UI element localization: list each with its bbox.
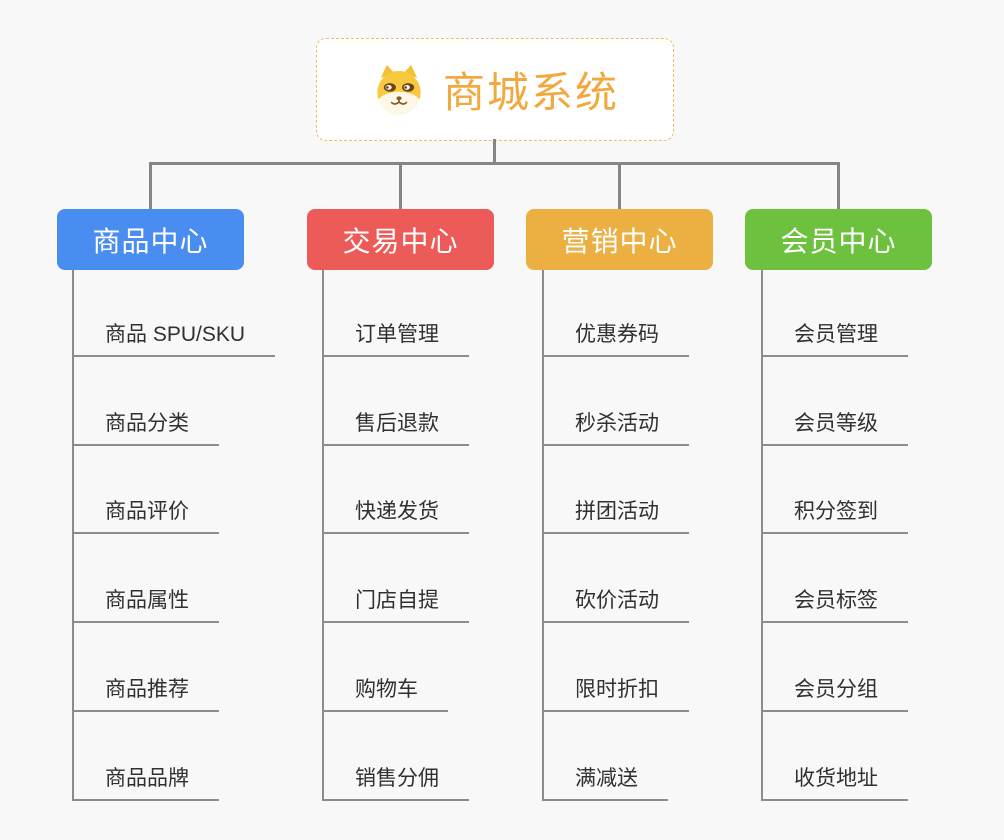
leaf-topic[interactable]: 秒杀活动 [542, 411, 689, 446]
leaf-topic[interactable]: 满减送 [542, 766, 668, 801]
root-node[interactable]: 商城系统 [316, 38, 674, 141]
branch-node-product[interactable]: 商品中心 [57, 209, 244, 270]
leaf-topic[interactable]: 快递发货 [322, 499, 469, 534]
connector-root-drop [493, 139, 496, 164]
leaf-topic[interactable]: 收货地址 [761, 766, 908, 801]
branch-node-marketing[interactable]: 营销中心 [526, 209, 713, 270]
leaf-topic[interactable]: 会员标签 [761, 588, 908, 623]
connector-drop-trade [399, 162, 402, 210]
leaf-topic[interactable]: 商品属性 [72, 588, 219, 623]
shiba-dog-icon [377, 64, 421, 114]
leaf-topic[interactable]: 优惠券码 [542, 322, 689, 357]
leaf-topic[interactable]: 会员管理 [761, 322, 908, 357]
leaf-topic[interactable]: 商品推荐 [72, 677, 219, 712]
root-title: 商城系统 [442, 69, 619, 116]
branch-spine-trade [322, 270, 324, 801]
branch-spine-product [72, 270, 74, 801]
leaf-topic[interactable]: 商品评价 [72, 499, 219, 534]
leaf-topic[interactable]: 会员等级 [761, 411, 908, 446]
connector-drop-marketing [618, 162, 621, 210]
branch-node-member[interactable]: 会员中心 [745, 209, 932, 270]
leaf-topic[interactable]: 砍价活动 [542, 588, 689, 623]
branch-node-trade[interactable]: 交易中心 [307, 209, 494, 270]
branch-spine-member [761, 270, 763, 801]
leaf-topic[interactable]: 会员分组 [761, 677, 908, 712]
leaf-topic[interactable]: 门店自提 [322, 588, 469, 623]
connector-horizontal [149, 162, 840, 165]
connector-drop-member [837, 162, 840, 210]
leaf-topic[interactable]: 积分签到 [761, 499, 908, 534]
leaf-topic[interactable]: 限时折扣 [542, 677, 689, 712]
leaf-topic[interactable]: 拼团活动 [542, 499, 689, 534]
leaf-topic[interactable]: 售后退款 [322, 411, 469, 446]
leaf-topic[interactable]: 销售分佣 [322, 766, 469, 801]
leaf-topic[interactable]: 商品 SPU/SKU [72, 322, 276, 357]
leaf-topic[interactable]: 商品分类 [72, 411, 219, 446]
leaf-topic[interactable]: 商品品牌 [72, 766, 219, 801]
leaf-topic[interactable]: 订单管理 [322, 322, 469, 357]
connector-drop-product [149, 162, 152, 210]
branch-spine-marketing [542, 270, 544, 801]
leaf-topic[interactable]: 购物车 [322, 677, 448, 712]
